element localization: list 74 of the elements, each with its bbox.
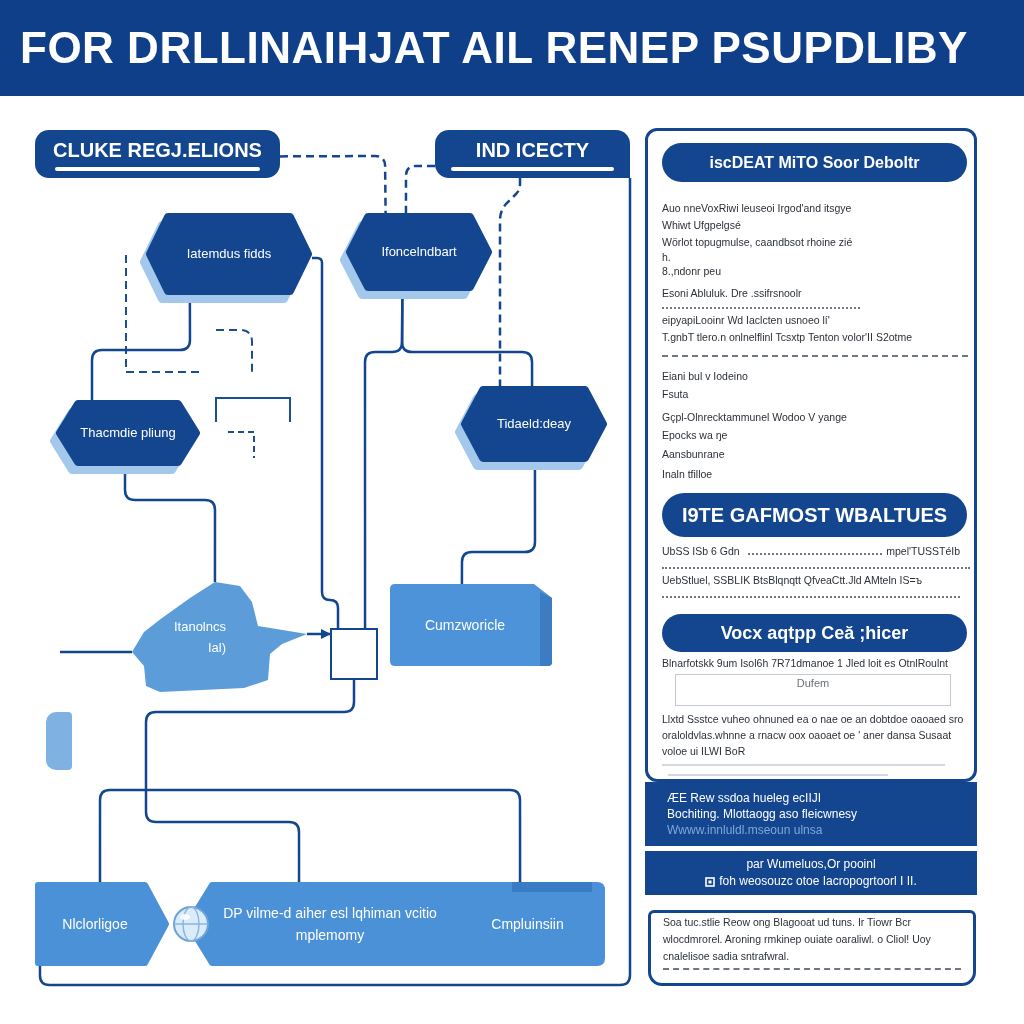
panel-text: Blnarfotskk 9um Isol6h 7R71dmanoe 1 Jled loit es OtnlRoulnt <box>662 657 948 670</box>
header-text: I9TE GAFMOST WBALTUES <box>681 505 948 525</box>
node-text: Tidaeld:deay <box>497 416 571 432</box>
node-text: Itanolncs Ial) <box>172 618 226 657</box>
info-band <box>645 782 977 846</box>
header-text: iscDEAT MiTO Soor Deboltr <box>709 154 920 171</box>
connector-line <box>38 178 632 987</box>
hexagon-node <box>455 386 607 470</box>
panel-text: Epocks wa ŋe <box>662 429 728 442</box>
panel-text: mpel'TUSSTéIb <box>886 545 960 558</box>
connector-line <box>98 788 522 882</box>
empty-box <box>330 628 378 680</box>
hexagon-node <box>340 213 492 299</box>
panel-text: Fsuta <box>662 388 689 401</box>
arrow <box>307 629 331 639</box>
header-tab <box>35 130 280 178</box>
header-tab <box>435 130 630 178</box>
paragraph-text: Soa tuc.stlie Reow ong Blagooat ud tuns. Ir Tiowr Bcr wlocdmrorel. Aroning rmkinep ouiate oaraliwl. o Cliol! Uoy cnalelisoe sadia sntrafwral. <box>663 915 932 964</box>
node-text: Nlclorligoe <box>62 915 128 934</box>
node-text: Cmpluinsiin <box>491 915 564 934</box>
connector-line <box>498 178 522 386</box>
panel-text: Auo nneVoxRiwi leuseoi Irgod'and itsgye <box>662 202 852 215</box>
panel-text: Inaln tfilloe <box>662 468 713 481</box>
panel-text: Eiani bul v Iodeino <box>662 370 748 383</box>
paragraph-text: Llxtd Ssstce vuheo ohnuned ea o nae oe an dobtdoe oaoaed sro oraloldvlas.whnne a rnacw oox oaoaet oe ' aner dansa Susaat voloe ui ILWI BoR <box>662 712 965 759</box>
connector-line <box>280 154 387 213</box>
connector-line <box>123 474 217 582</box>
node-text: DP vilme-d aiher esl lqhiman vcitio mplemomy <box>222 904 438 945</box>
panel-text: h. <box>662 251 671 264</box>
connector-line <box>404 164 435 213</box>
panel-text: Gçpl-Olnrecktammunel Wodoo V yange <box>662 411 847 424</box>
panel-text: 8.,ndonr peu <box>662 265 721 278</box>
panel-text: eipyapiLooinr Wd Iaclcten usnoeo lí' <box>662 314 830 327</box>
section-header <box>662 493 967 537</box>
panel-text: Wörlot topugmulse, caandbsot rhoine zié <box>662 236 853 249</box>
section-header <box>662 143 967 182</box>
node-text: Ifoncelndbart <box>381 244 457 260</box>
info-panel <box>645 128 977 782</box>
note-box <box>648 910 976 986</box>
process-box <box>450 882 605 966</box>
section-header <box>662 614 967 652</box>
band-text: par Wumeluos,Or pooinl <box>746 856 876 873</box>
info-band <box>645 851 977 895</box>
band-text: foh weosouzc otoe Iacropogrtoorl I II. <box>719 873 917 890</box>
connector-line <box>144 680 356 882</box>
node-text: Cumzworicle <box>424 616 506 634</box>
panel-text: T.gnbT tlero.n onlnelflinl Tcsxtp Tenton volor'II S2otme <box>662 331 913 344</box>
panel-text: UebStluel, SSBLIK BtsBlqnqtt QfveaCtt.Jld AMteln IS=ъ <box>662 574 923 587</box>
panel-text: Whiwt Ufgpelgsé <box>662 219 741 232</box>
band-text: Wwww.innluldl.mseoun ulnsa <box>667 822 823 838</box>
header-text: CLUKE REGJ.ELIONS <box>53 139 262 161</box>
arrow-box <box>172 882 450 966</box>
panel-text: Esoni Abluluk. Dre .ssifrsnoolr <box>662 287 802 300</box>
arrow-box <box>35 882 169 966</box>
hexagon-node <box>140 213 312 303</box>
blob-shape <box>132 582 307 694</box>
header-text: IND ICECTY <box>475 139 590 161</box>
panel-text: Aansbunrane <box>662 448 725 461</box>
process-box <box>390 584 552 666</box>
connector-line <box>90 303 192 400</box>
connector-line <box>363 299 404 628</box>
field-text: Dufem <box>796 677 830 691</box>
hexagon-node <box>50 400 200 474</box>
connector-line <box>60 650 132 654</box>
band-text: ÆE Rew ssdoa hueleg ecIIJI <box>667 790 822 806</box>
panel-text: UbSS ISb 6 Gdn <box>662 545 740 558</box>
band-text: Bochiting. Mlottaogg aso fleicwnesy <box>667 806 858 822</box>
node-text: Thacmdie pliung <box>80 425 176 441</box>
node-text: Iatemdus fidds <box>186 246 272 262</box>
title-text: FOR DRLLINAIHJAT AIL RENEP PSUPDLIBY <box>20 26 968 70</box>
connector-line <box>460 470 537 584</box>
header-text: Vocx aqtpp Ceă ;hicer <box>720 624 909 642</box>
connector-line <box>312 256 340 628</box>
input-field <box>675 674 951 706</box>
